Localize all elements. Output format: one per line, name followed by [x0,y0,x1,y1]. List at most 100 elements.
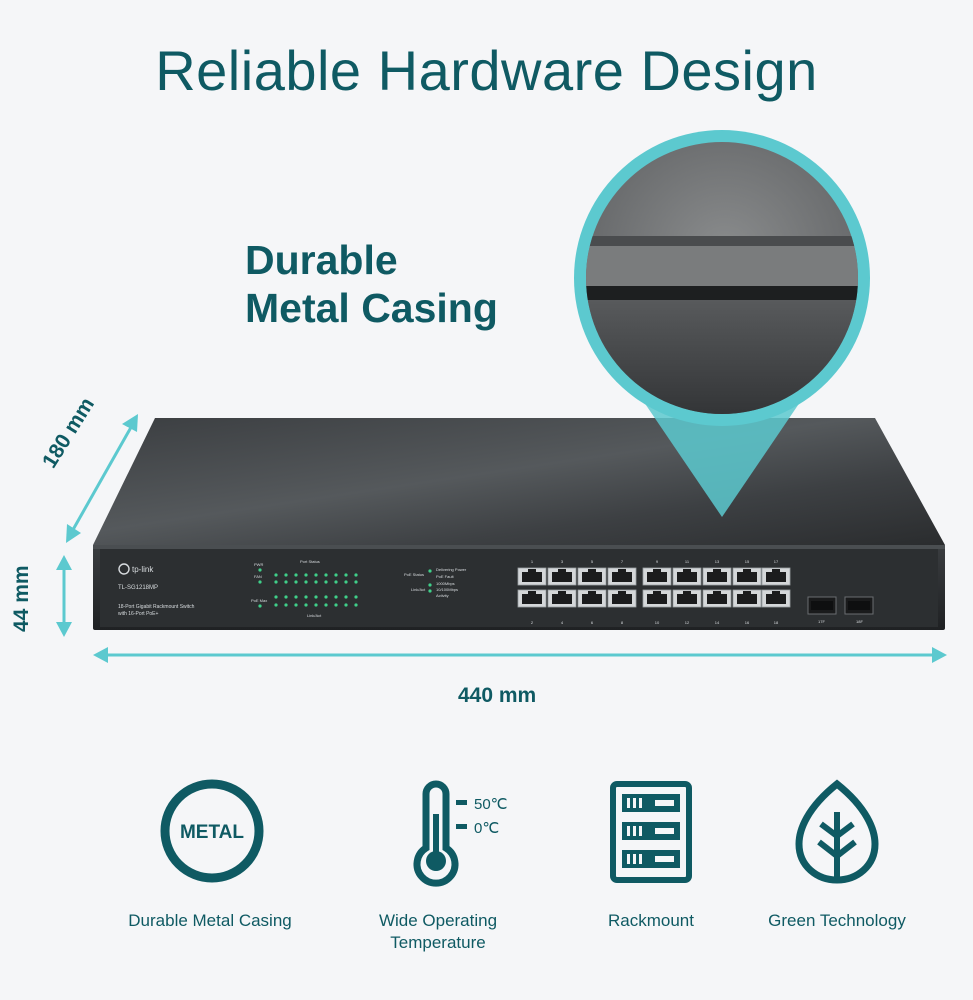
feature-icons-row: METAL Durable Metal Casing 50℃ 0℃ Wide O… [0,778,973,978]
svg-text:METAL: METAL [180,822,244,843]
switch-model-label: TL-SG1218MP [118,585,158,591]
port-number-top: 13 [715,559,720,564]
depth-dimension-arrow [66,414,138,543]
ethernet-port-top [761,567,791,586]
poe-status-label: PoE Status [404,572,424,577]
port-number-top: 11 [685,559,690,564]
port-number-bottom: 12 [685,620,690,625]
led-dot [294,580,298,584]
port-number-top: 17 [774,559,779,564]
switch-description-line1: 18-Port Gigabit Rackmount Switch [118,604,195,610]
sfp-label-18f: 18F [856,619,863,624]
led-dot [334,595,338,599]
legend-1000: 1000Mbps [436,581,455,586]
ethernet-port-top [732,567,762,586]
led-dot [344,580,348,584]
led-dot [274,603,278,607]
ethernet-port-top [547,567,577,586]
feature-wide-temperature: 50℃ 0℃ Wide Operating Temperature [338,778,538,952]
led-dot [324,603,328,607]
ethernet-port-bottom [702,589,732,608]
svg-text:tp-link: tp-link [132,565,154,574]
sfp-label-17f: 17F [818,619,825,624]
led-dot [284,595,288,599]
led-poe-max-label: PoE Max [251,598,267,603]
led-dot [354,603,358,607]
port-number-top: 7 [621,559,624,564]
led-fan-label: FAN [254,574,262,579]
led-dot [274,595,278,599]
ethernet-port-bottom [672,589,702,608]
feature-temperature-label-line1: Wide Operating [378,911,498,930]
legend-fault: PoE Fault [436,574,454,579]
thermometer-icon: 50℃ 0℃ [413,780,508,887]
sfp-port-17f [807,596,837,615]
led-dot [294,603,298,607]
led-dot [258,568,262,572]
width-dimension-label: 440 mm [458,684,537,707]
legend-10100: 10/100Mbps [436,587,458,592]
height-dimension-label: 44 mm [10,565,33,632]
ethernet-port-bottom [577,589,607,608]
leaf-icon [795,779,879,884]
tplink-logo: tp-link [118,563,154,575]
feature-metal-label: Durable Metal Casing [128,911,292,930]
led-dot [324,580,328,584]
led-power-label: PWR [254,562,263,567]
port-status-label: Port Status [300,559,320,564]
ethernet-port-top [577,567,607,586]
port-number-top: 3 [561,559,564,564]
led-dot [314,573,318,577]
feature-rackmount: Rackmount [551,778,751,930]
ethernet-ports [517,567,791,608]
ethernet-port-bottom [732,589,762,608]
port-number-top: 5 [591,559,594,564]
ethernet-port-top [672,567,702,586]
feature-headline: Durable Metal Casing [245,236,498,332]
led-dot [334,573,338,577]
led-dot [304,603,308,607]
led-dot [344,573,348,577]
width-dimension-arrow [93,647,947,663]
led-dot [428,569,432,573]
led-dot [284,573,288,577]
metal-icon: METAL [160,779,264,883]
led-dot [284,603,288,607]
led-dot [334,603,338,607]
port-number-bottom: 6 [591,620,594,625]
led-dot [334,580,338,584]
led-dot [304,580,308,584]
led-dot [314,603,318,607]
legend-activity: Activity [436,593,449,598]
ethernet-port-bottom [761,589,791,608]
port-number-bottom: 14 [715,620,720,625]
ethernet-port-bottom [642,589,672,608]
sfp-port-18f [844,596,874,615]
led-dot [354,580,358,584]
led-dot [258,580,262,584]
led-dot [304,595,308,599]
ethernet-port-bottom [547,589,577,608]
led-dot [258,604,262,608]
led-dot [294,595,298,599]
led-dot [284,580,288,584]
rackmount-icon [610,781,692,883]
link-act-label: Link/Act [307,613,322,618]
feature-rackmount-label: Rackmount [608,911,694,930]
led-dot [428,589,432,593]
port-number-bottom: 10 [655,620,660,625]
switch-top-surface [93,418,945,545]
ethernet-port-top [642,567,672,586]
port-number-bottom: 16 [745,620,750,625]
ethernet-port-top [517,567,547,586]
led-dot [354,595,358,599]
port-number-bottom: 18 [774,620,779,625]
port-number-top: 9 [656,559,659,564]
led-dot [314,580,318,584]
led-dot [324,595,328,599]
product-illustration: tp-link TL-SG1218MP 18-Port Gigabit Rack… [56,130,947,663]
led-dot [274,580,278,584]
led-dot [324,573,328,577]
feature-temperature-label: Wide Operating Temperature [338,910,538,954]
